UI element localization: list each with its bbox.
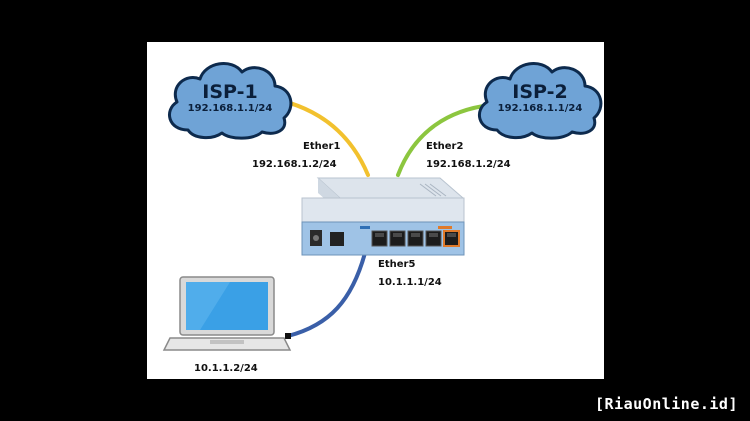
isp2-name: ISP-2 <box>512 81 568 103</box>
link-isp2-ether2 <box>396 103 492 177</box>
ether1-label: Ether1 <box>303 141 341 152</box>
isp1-cloud-icon <box>168 62 293 140</box>
isp2-ip: 192.168.1.1/24 <box>497 103 583 114</box>
isp1-name: ISP-1 <box>202 81 258 103</box>
laptop-port <box>285 333 291 339</box>
ether5-label: Ether5 <box>378 259 416 270</box>
isp1-ip: 192.168.1.1/24 <box>187 103 273 114</box>
ether2-ip: 192.168.1.2/24 <box>426 159 511 170</box>
laptop-icon <box>162 276 292 351</box>
router-icon <box>301 177 465 256</box>
link-ether5-laptop <box>286 251 367 338</box>
ether5-ip: 10.1.1.1/24 <box>378 277 442 288</box>
ether2-label: Ether2 <box>426 141 464 152</box>
ether1-ip: 192.168.1.2/24 <box>252 159 337 170</box>
watermark: [RiauOnline.id] <box>595 395 738 413</box>
isp2-cloud-icon <box>477 62 603 140</box>
laptop-ip: 10.1.1.2/24 <box>194 363 258 374</box>
